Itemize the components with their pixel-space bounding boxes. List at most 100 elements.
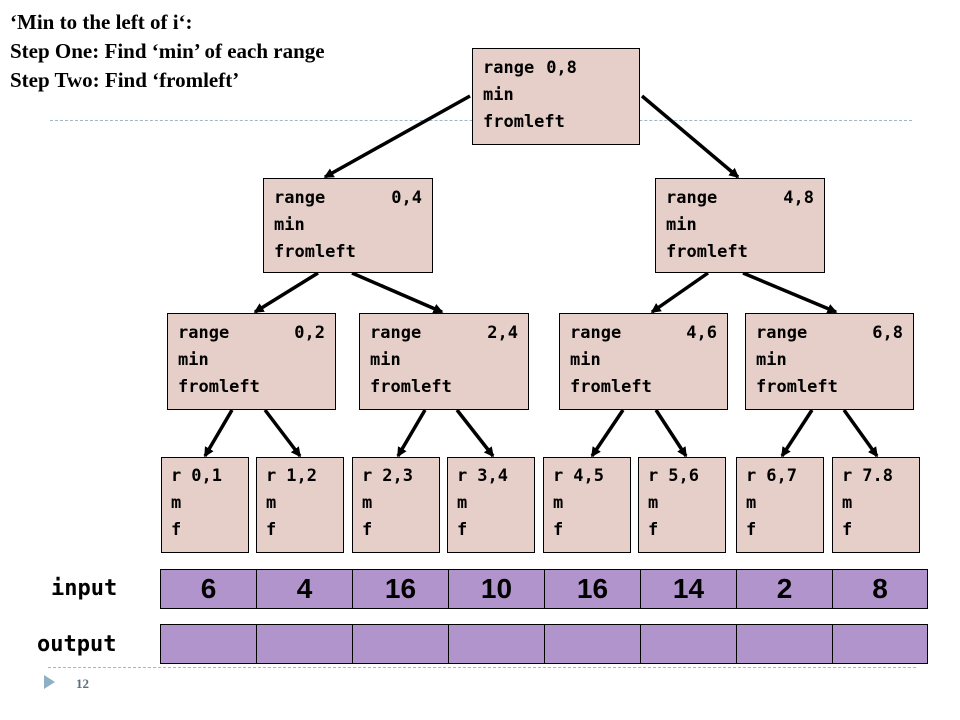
node-range-4-6: range 4,6 min fromleft xyxy=(559,313,728,410)
arrow-root-left xyxy=(323,94,471,179)
node-range-value: 4,8 xyxy=(783,188,814,208)
arrow-4-8-left xyxy=(650,271,710,314)
page-number: 12 xyxy=(76,676,89,691)
leaf-r-label: r xyxy=(648,466,659,486)
leaf-range-value: 1,2 xyxy=(286,466,317,486)
leaf-m-label: m xyxy=(746,493,757,513)
node-fromleft-label: fromleft xyxy=(666,242,748,262)
node-range-value: 0,8 xyxy=(546,58,577,78)
leaf-r-label: r xyxy=(553,466,564,486)
leaf-m-label: m xyxy=(457,493,468,513)
leaf-range-5-6: r 5,6 m f xyxy=(638,457,726,553)
output-label: output xyxy=(37,632,117,657)
slide-title: ‘Min to the left of i‘: Step One: Find ‘… xyxy=(10,8,325,95)
node-range-value: 4,6 xyxy=(686,323,717,343)
leaf-r-label: r xyxy=(171,466,182,486)
node-range-value: 2,4 xyxy=(487,323,518,343)
node-fromleft-label: fromleft xyxy=(483,112,565,132)
leaf-range-value: 2,3 xyxy=(382,466,413,486)
node-min-label: min xyxy=(483,85,514,105)
leaf-f-label: f xyxy=(171,520,182,540)
node-range-0-8: range 0,8 min fromleft xyxy=(472,48,640,145)
slide-bullet-icon xyxy=(44,675,55,689)
input-label: input xyxy=(51,576,118,601)
node-min-label: min xyxy=(178,350,209,370)
node-range-label: range xyxy=(274,188,326,208)
arrow-0-2-right xyxy=(263,408,302,458)
title-line-3: Step Two: Find ‘fromleft’ xyxy=(10,68,240,92)
leaf-f-label: f xyxy=(457,520,468,540)
leaf-f-label: f xyxy=(362,520,373,540)
node-min-label: min xyxy=(570,350,601,370)
output-cell xyxy=(352,624,448,664)
leaf-r-label: r xyxy=(362,466,373,486)
leaf-range-value: 4,5 xyxy=(573,466,604,486)
node-fromleft-label: fromleft xyxy=(178,377,260,397)
output-cell xyxy=(160,624,256,664)
title-line-2: Step One: Find ‘min’ of each range xyxy=(10,39,325,63)
leaf-f-label: f xyxy=(266,520,277,540)
node-range-label: range xyxy=(178,323,230,343)
leaf-range-value: 5,6 xyxy=(668,466,699,486)
input-cell: 8 xyxy=(832,569,928,609)
leaf-m-label: m xyxy=(553,493,564,513)
leaf-r-label: r xyxy=(266,466,277,486)
output-cell xyxy=(736,624,832,664)
arrow-4-8-right xyxy=(742,271,838,314)
arrow-0-2-left xyxy=(203,409,234,458)
arrow-2-4-left xyxy=(396,409,427,458)
leaf-range-4-5: r 4,5 m f xyxy=(543,457,631,553)
node-fromleft-label: fromleft xyxy=(570,377,652,397)
node-range-value: 0,4 xyxy=(391,188,422,208)
leaf-m-label: m xyxy=(842,493,853,513)
leaf-range-value: 0,1 xyxy=(191,466,222,486)
output-cell xyxy=(544,624,640,664)
leaf-m-label: m xyxy=(171,493,182,513)
input-cell: 10 xyxy=(448,569,544,609)
node-range-label: range xyxy=(370,323,422,343)
input-array: 6 4 16 10 16 14 2 8 xyxy=(160,569,928,609)
input-cell: 16 xyxy=(544,569,640,609)
output-cell xyxy=(448,624,544,664)
input-cell: 4 xyxy=(256,569,352,609)
arrow-6-8-right xyxy=(842,408,879,458)
input-cell: 2 xyxy=(736,569,832,609)
footer-divider xyxy=(48,667,916,668)
output-cell xyxy=(640,624,736,664)
output-cell xyxy=(832,624,928,664)
node-range-label: range xyxy=(483,58,535,78)
input-cell: 16 xyxy=(352,569,448,609)
node-min-label: min xyxy=(370,350,401,370)
leaf-f-label: f xyxy=(842,520,853,540)
node-range-0-2: range 0,2 min fromleft xyxy=(167,313,336,410)
arrow-4-6-right xyxy=(654,409,688,458)
leaf-m-label: m xyxy=(266,493,277,513)
title-line-1: ‘Min to the left of i‘: xyxy=(10,10,193,34)
node-fromleft-label: fromleft xyxy=(370,377,452,397)
arrow-root-right xyxy=(640,94,740,179)
leaf-m-label: m xyxy=(648,493,659,513)
leaf-r-label: r xyxy=(842,466,853,486)
leaf-r-label: r xyxy=(457,466,468,486)
output-array xyxy=(160,624,928,664)
leaf-f-label: f xyxy=(746,520,757,540)
leaf-range-1-2: r 1,2 m f xyxy=(256,457,344,553)
node-fromleft-label: fromleft xyxy=(756,377,838,397)
arrow-4-6-left xyxy=(590,409,625,458)
node-range-label: range xyxy=(666,188,718,208)
arrow-6-8-left xyxy=(780,409,814,458)
node-range-label: range xyxy=(756,323,808,343)
leaf-f-label: f xyxy=(648,520,659,540)
node-range-label: range xyxy=(570,323,622,343)
leaf-f-label: f xyxy=(553,520,564,540)
node-min-label: min xyxy=(756,350,787,370)
node-range-value: 0,2 xyxy=(294,323,325,343)
leaf-r-label: r xyxy=(746,466,757,486)
